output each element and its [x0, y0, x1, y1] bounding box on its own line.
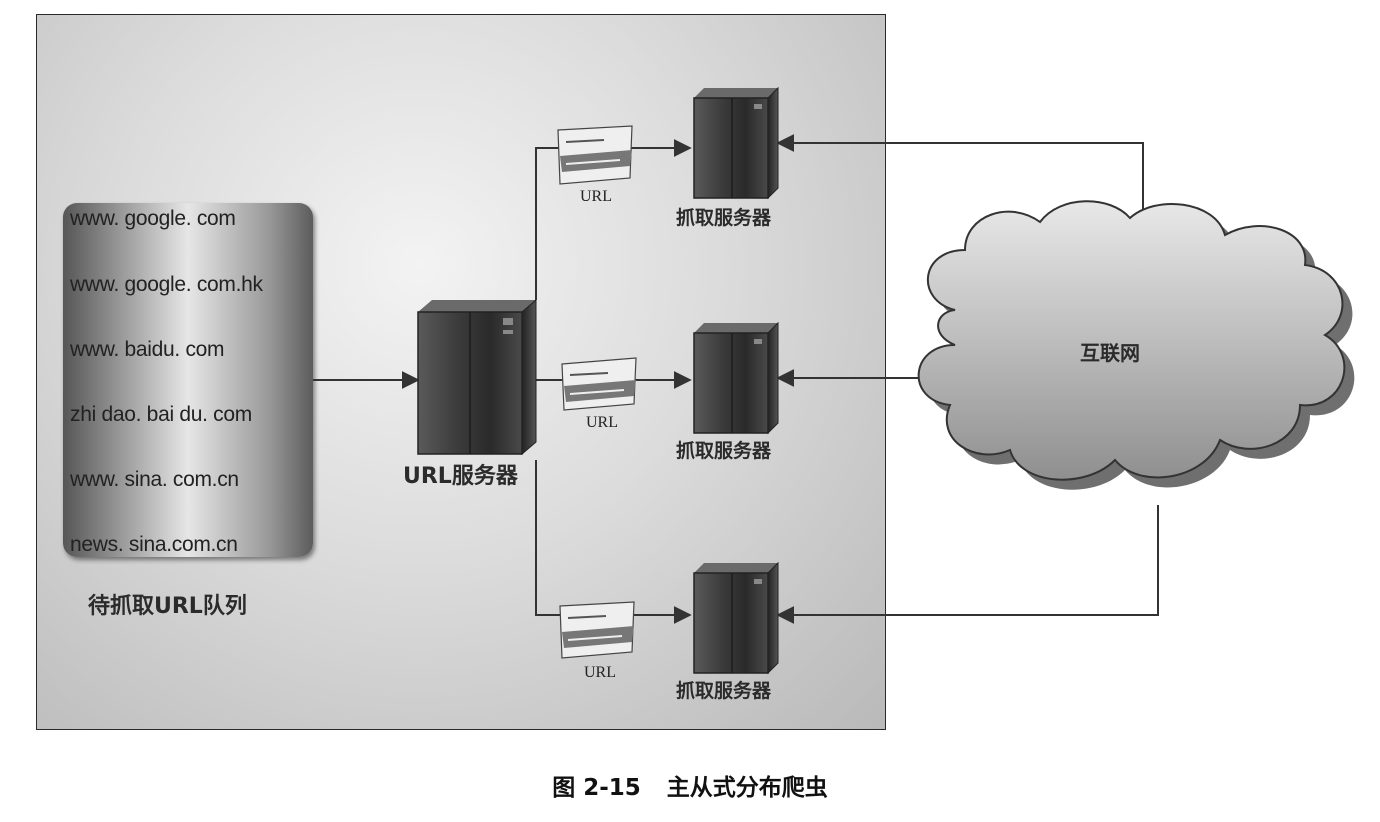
figure-title: 主从式分布爬虫 [666, 775, 828, 801]
url-document-icon [557, 125, 633, 185]
crawl-server-label: 抓取服务器 [676, 207, 772, 229]
queue-item: zhi dao. bai du. com [70, 403, 252, 426]
queue-item: news. sina.com.cn [70, 533, 238, 556]
url-server-icon [417, 298, 537, 456]
crawl-server-label: 抓取服务器 [676, 440, 772, 462]
queue-item: www. google. com.hk [70, 273, 263, 296]
url-queue-box [63, 203, 313, 557]
crawl-server-label: 抓取服务器 [676, 680, 772, 702]
queue-item: www. baidu. com [70, 338, 225, 361]
queue-label: 待抓取URL队列 [88, 594, 247, 619]
url-label: URL [580, 188, 612, 205]
queue-item: www. google. com [70, 207, 236, 230]
internet-links [776, 134, 1159, 624]
queue-item: www. sina. com.cn [70, 468, 239, 491]
crawl-server-icon [693, 561, 779, 675]
figure-caption: 图 2-15 主从式分布爬虫 [0, 768, 1380, 802]
url-document-icon [559, 601, 635, 659]
url-server-label: URL服务器 [403, 464, 518, 489]
crawl-server-icon [693, 321, 779, 435]
url-document-icon [561, 357, 637, 411]
url-label: URL [586, 414, 618, 431]
internet-cloud-icon [917, 200, 1355, 490]
crawl-server-icon [693, 86, 779, 200]
url-label: URL [584, 664, 616, 681]
figure-number: 图 2-15 [552, 775, 641, 801]
internet-label: 互联网 [1080, 341, 1140, 365]
